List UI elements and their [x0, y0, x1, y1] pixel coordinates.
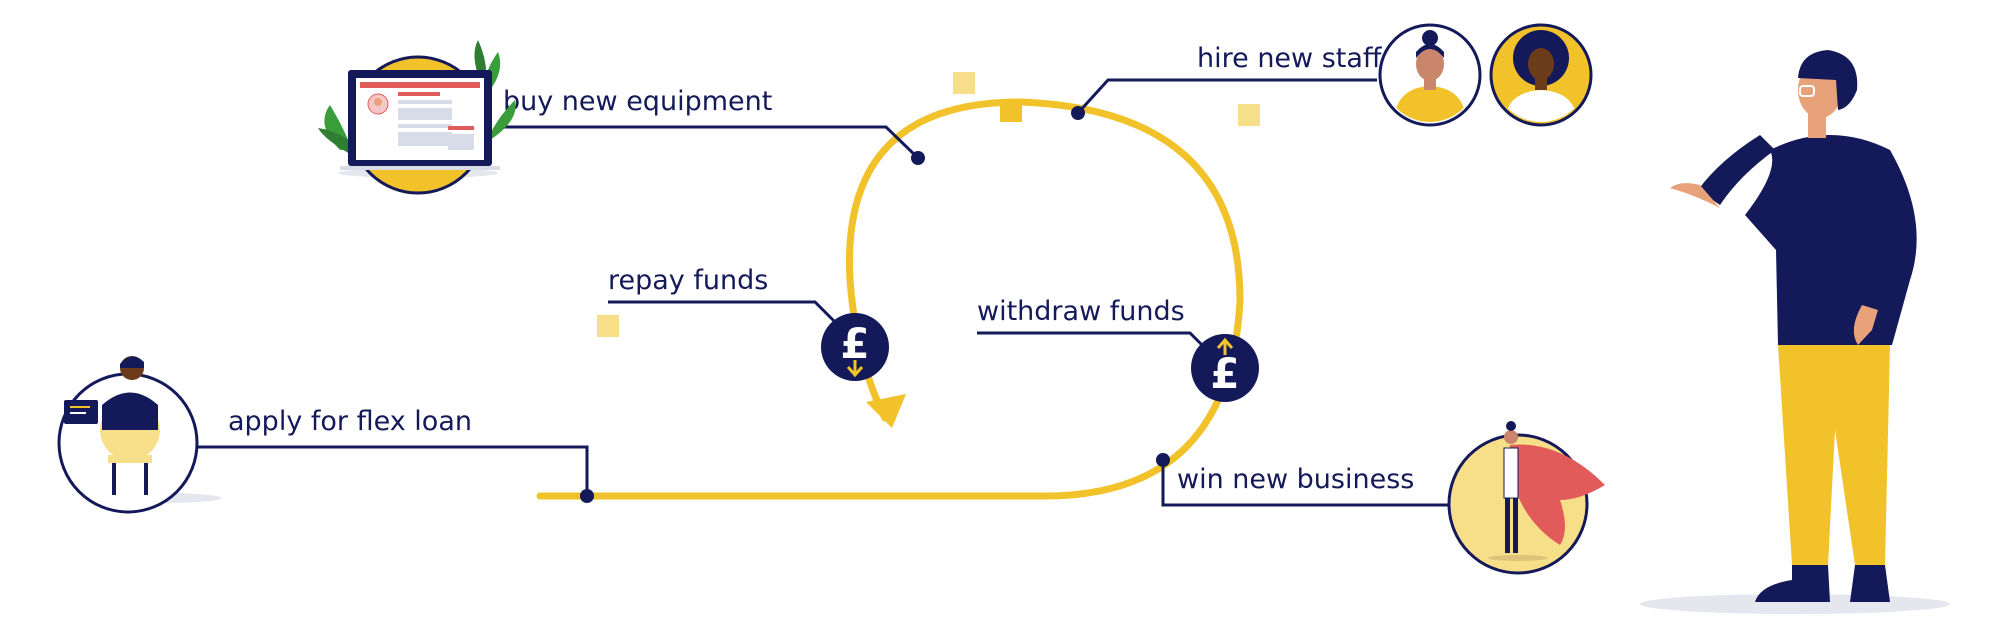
connector-lines [190, 78, 1448, 507]
presenter-illustration [1640, 50, 1950, 614]
node-dot [911, 151, 925, 165]
label-win-new-business: win new business [1177, 464, 1414, 495]
applicant-illustration [57, 356, 222, 514]
staff-avatars [1378, 23, 1593, 127]
connector-buy [500, 125, 920, 160]
node-dot [580, 489, 594, 503]
decor-square [597, 315, 619, 337]
cycle-arrowhead [866, 394, 906, 428]
withdraw-node: £ [1191, 334, 1259, 402]
repay-node: £ [821, 313, 889, 381]
connector-apply [190, 445, 589, 496]
superhero-illustration [1447, 421, 1605, 575]
withdraw-pound-circle [1191, 334, 1259, 402]
label-repay-funds: repay funds [608, 265, 768, 296]
connector-withdraw [977, 331, 1209, 352]
pound-down-arrow-icon [846, 360, 864, 378]
label-withdraw-funds: withdraw funds [977, 296, 1185, 327]
decor-square [953, 72, 975, 94]
avatar [1378, 23, 1482, 127]
decor-square [1238, 104, 1260, 126]
withdraw-pound-icon: £ [1210, 349, 1239, 398]
repay-pound-icon: £ [840, 319, 869, 368]
label-buy-new-equipment: buy new equipment [503, 86, 772, 117]
label-hire-new-staff: hire new staff [1197, 43, 1383, 74]
pound-up-arrow-icon [1216, 337, 1234, 355]
equipment-illustration [318, 40, 516, 195]
decor-square [1000, 100, 1022, 122]
label-apply-for-flex-loan: apply for flex loan [228, 406, 472, 437]
node-dot [1071, 106, 1085, 120]
connector-hire [1076, 78, 1377, 115]
repay-pound-circle [821, 313, 889, 381]
cycle-path [536, 98, 1244, 500]
connector-win [1161, 460, 1448, 507]
avatar [1489, 23, 1593, 127]
node-dot [1156, 453, 1170, 467]
connector-repay [608, 300, 837, 324]
